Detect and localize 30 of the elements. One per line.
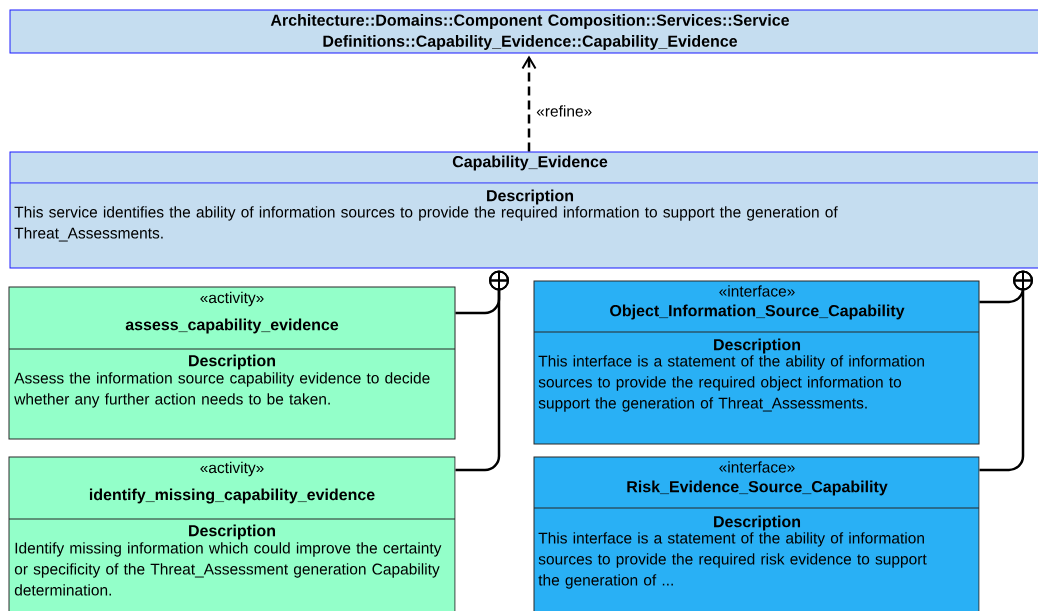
edge-label: «refine»: [535, 104, 594, 118]
package-path: Architecture::Domains::Component Composition::Services::Service Definitions::Capability_Evidence::Capability_Evidence: [270, 14, 789, 50]
class-box: [533, 280, 980, 445]
class-box: [533, 456, 980, 611]
class-name: identify_missing_capability_evidence: [89, 488, 375, 504]
section-heading: Description: [189, 524, 275, 540]
class-box: [8, 286, 456, 440]
description-text: This service identifies the ability of information sources to provide the required information to support the generation of Threat_Assessments.: [14, 206, 838, 242]
section-heading: Description: [714, 338, 800, 354]
description-text: This interface is a statement of the ability of information sources to provide the required risk evidence to support the generation of ...: [538, 532, 927, 589]
description-text: This interface is a statement of the ability of information sources to provide the required object information to support the generation of Threat_Assessments.: [538, 355, 924, 412]
class-name: Capability_Evidence: [452, 155, 608, 171]
stereotype-label: «activity»: [200, 291, 264, 307]
section-heading: Description: [487, 189, 573, 205]
stereotype-label: «interface»: [719, 461, 795, 473]
section-heading: Description: [189, 354, 275, 370]
description-text: Identify missing information which could improve the certainty or specificity of the Threat_Assessment generation Capability determination.: [14, 542, 442, 596]
containment-line: [455, 270, 509, 472]
class-name: Object_Information_Source_Capability: [610, 304, 905, 320]
section-heading: Description: [714, 515, 800, 531]
description-text: Assess the information source capability evidence to decide whether any further action needs to be taken.: [14, 372, 430, 408]
class-box: [9, 9, 1038, 54]
class-box: [9, 151, 1038, 269]
class-name: assess_capability_evidence: [125, 318, 339, 334]
refine-arrow: [521, 55, 537, 152]
class-box: [8, 456, 456, 611]
class-name: Risk_Evidence_Source_Capability: [627, 480, 888, 496]
containment-line: [979, 270, 1033, 472]
stereotype-label: «interface»: [719, 285, 795, 297]
stereotype-label: «activity»: [200, 461, 264, 477]
